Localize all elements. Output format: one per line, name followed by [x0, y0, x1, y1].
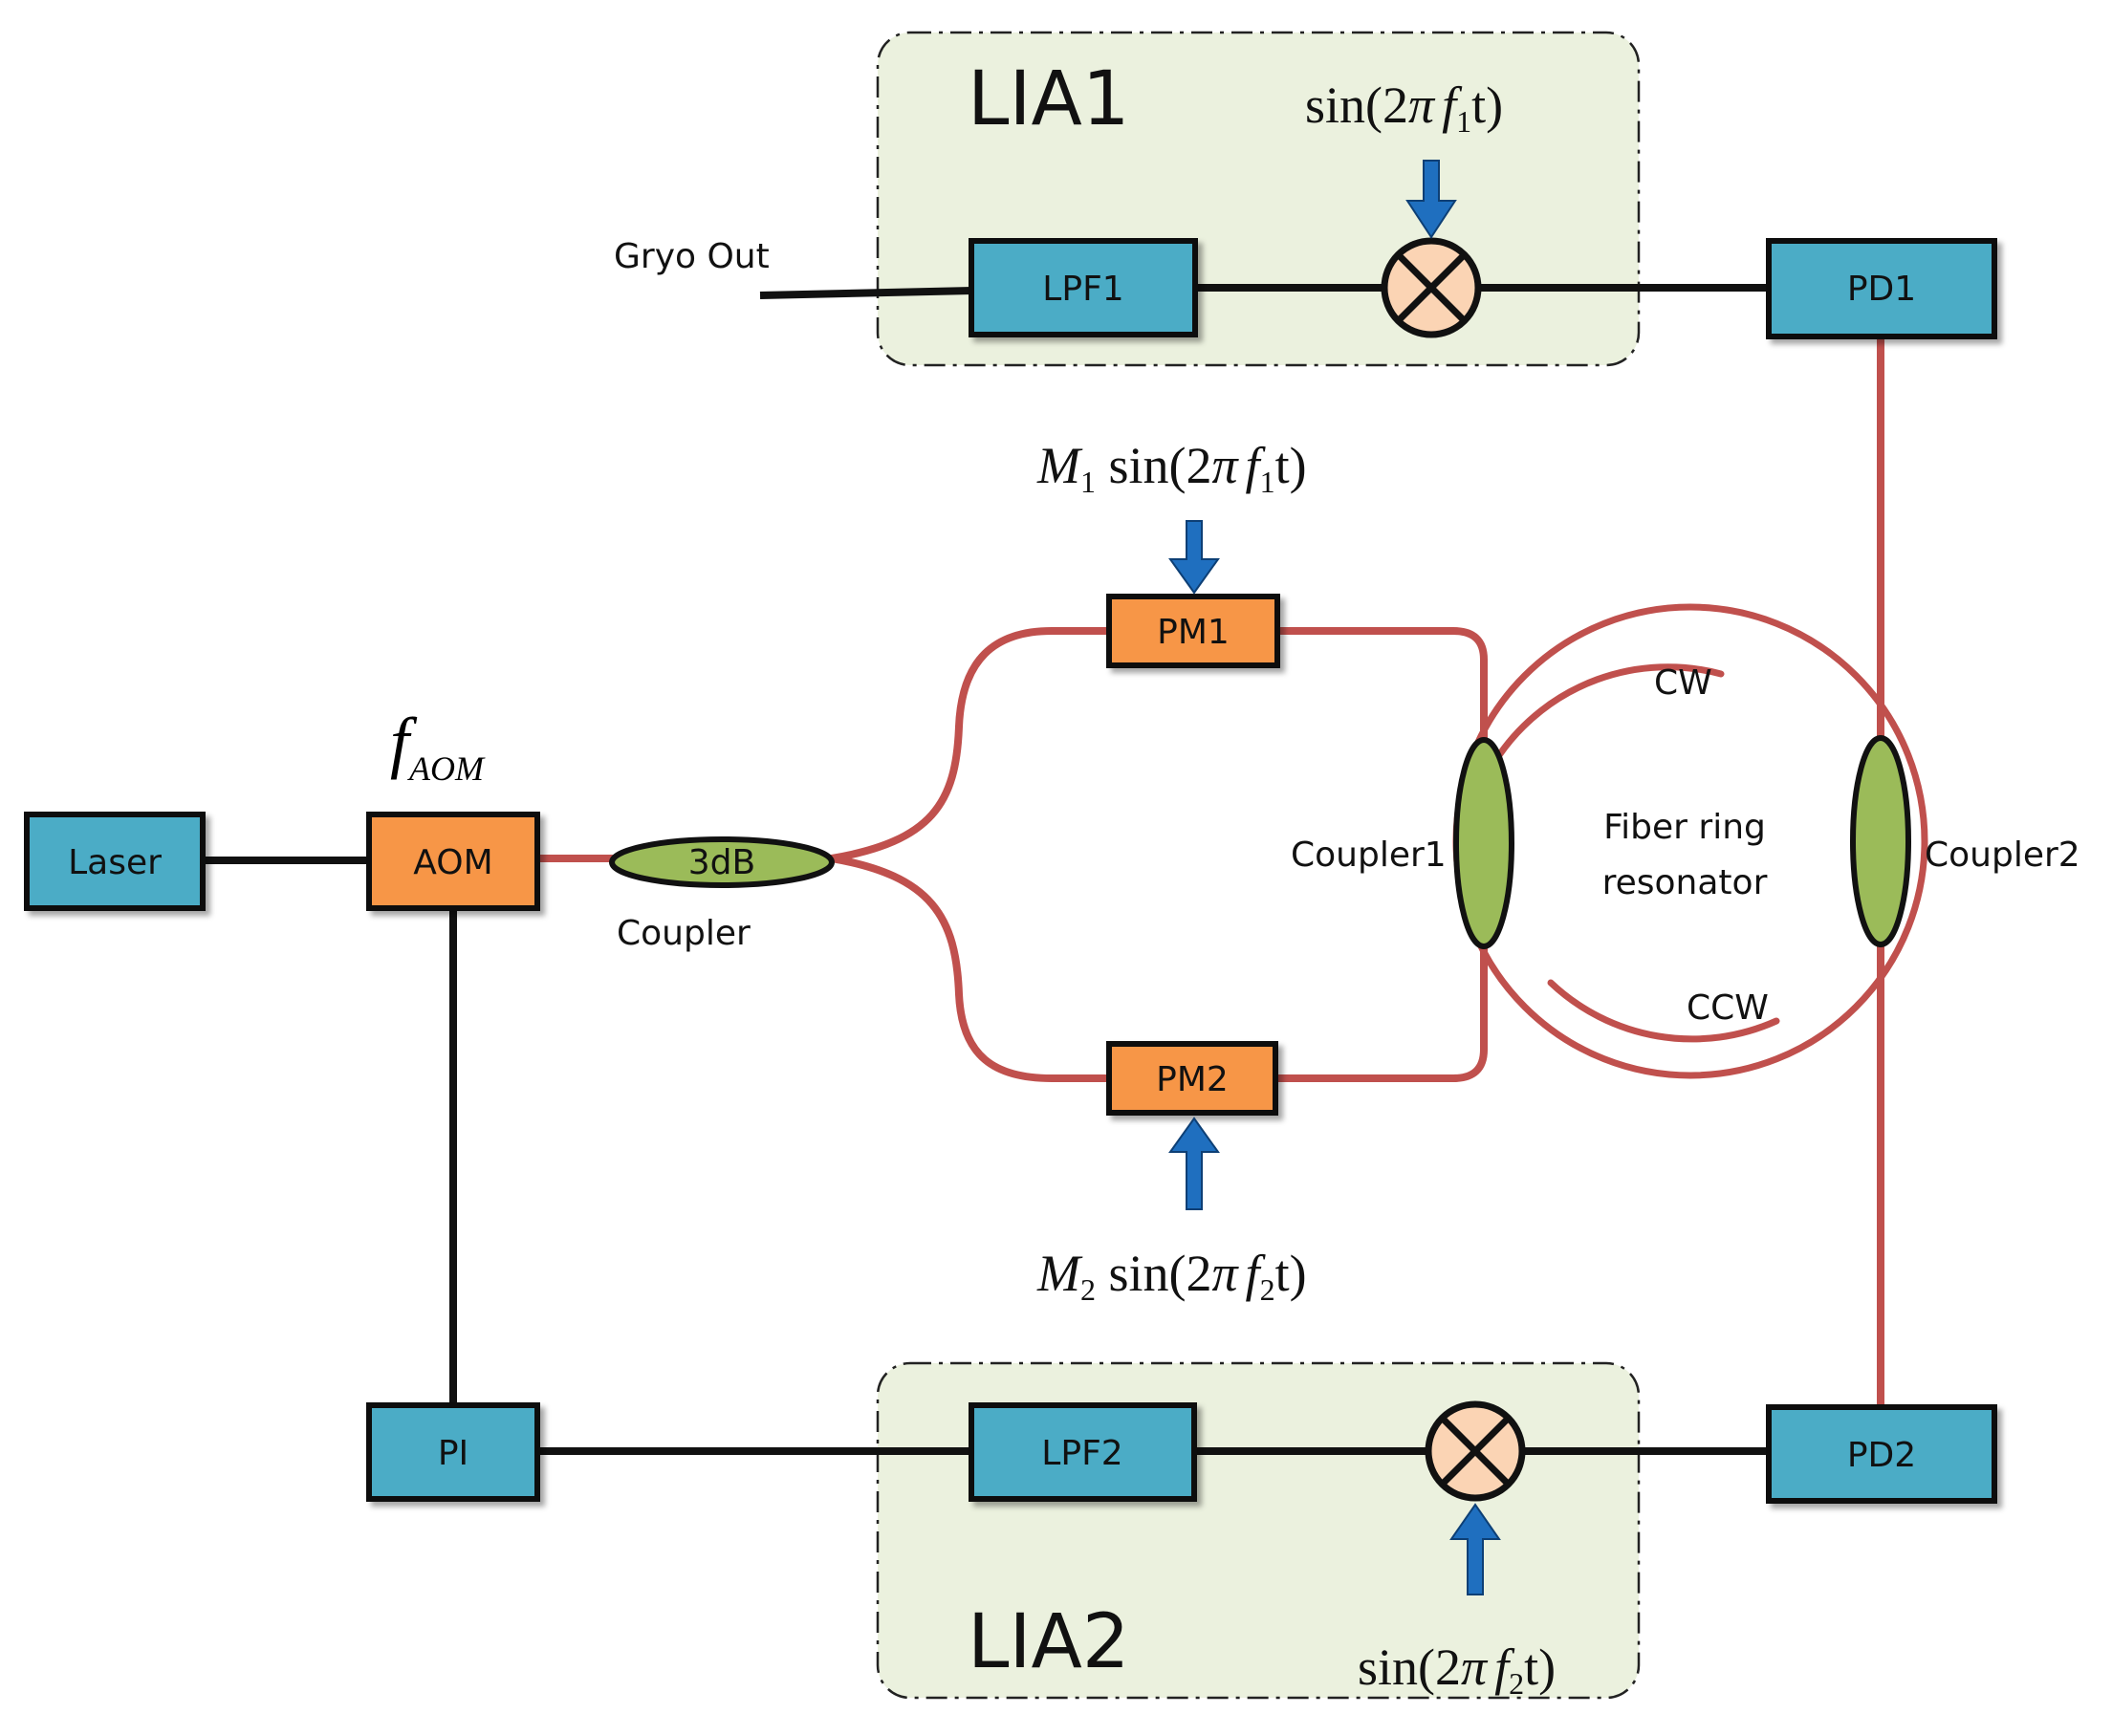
pm1-mod-pre: sin(2: [1096, 437, 1212, 494]
down-arrow-icon: [1168, 520, 1220, 595]
pm1-block: [1106, 594, 1280, 668]
laser-label: Laser: [68, 843, 162, 882]
lia1-ref-pi: π: [1408, 76, 1436, 134]
aom-block: [366, 812, 540, 911]
multiplier-circle-icon: [1425, 1400, 1526, 1502]
lia1-ref-sub: 1: [1456, 104, 1471, 139]
coupler1: [1453, 737, 1514, 949]
f-aom-sub: AOM: [407, 749, 486, 788]
lia1-ref-pre: sin(2: [1305, 76, 1408, 134]
coupler-label: Coupler: [617, 914, 751, 953]
pm2-mod-post: t): [1275, 1245, 1307, 1302]
pm2-label: PM2: [1156, 1060, 1229, 1099]
gyro-out-label: Gryo Out: [614, 237, 770, 276]
pd1-label: PD1: [1847, 270, 1916, 309]
laser-block: [24, 812, 206, 911]
coupler2-label: Coupler2: [1925, 835, 2080, 875]
pm2-mod-msub: 2: [1080, 1272, 1096, 1307]
3db-coupler-label: 3dB: [688, 843, 755, 882]
up-arrow-icon: [1449, 1503, 1501, 1595]
pd1-block: [1766, 238, 1997, 339]
pm1-label: PM1: [1157, 613, 1230, 652]
lia2-ref-pre: sin(2: [1358, 1638, 1461, 1696]
coupler1-label: Coupler1: [1291, 835, 1447, 875]
lpf2-label: LPF2: [1041, 1434, 1122, 1473]
pm2-mod-m: M: [1036, 1245, 1083, 1302]
signal-wires: [203, 284, 1769, 1455]
multiplier-circle-icon: [1381, 237, 1482, 338]
lia2-ref-sub: 2: [1509, 1666, 1524, 1701]
coupler2: [1850, 735, 1911, 947]
pm2-mod-pre: sin(2: [1096, 1245, 1212, 1302]
pd2-label: PD2: [1847, 1436, 1916, 1475]
lpf1-label: LPF1: [1042, 270, 1123, 309]
lia2-ref-pi: π: [1461, 1638, 1489, 1696]
fiber-ring-label-line2: resonator: [1602, 863, 1768, 902]
lpf1-block: [969, 238, 1198, 337]
pm1-mod-pi: π: [1211, 437, 1239, 494]
lia1-ref-post: t): [1471, 76, 1503, 134]
aom-label: AOM: [413, 843, 492, 882]
pm2-mod-sub: 2: [1260, 1272, 1275, 1307]
cw-label: CW: [1654, 663, 1712, 703]
pm2-mod-pi: π: [1211, 1245, 1239, 1302]
lia1-title: LIA1: [968, 56, 1129, 142]
f-aom-label: fAOM: [390, 704, 486, 788]
3db-coupler: [609, 836, 835, 888]
pm1-mod-m: M: [1036, 437, 1083, 494]
lia2-ref-post: t): [1524, 1638, 1556, 1696]
lpf2-block: [969, 1402, 1197, 1502]
up-arrow-icon: [1168, 1117, 1220, 1210]
fiber-ring-label-line1: Fiber ring: [1603, 808, 1766, 847]
pi-block: [366, 1402, 540, 1502]
pm1-mod-sub: 1: [1260, 465, 1275, 499]
ccw-label: CCW: [1687, 988, 1769, 1028]
pm1-mod-msub: 1: [1080, 465, 1096, 499]
pm1-mod-post: t): [1275, 437, 1307, 494]
lia2-title: LIA2: [968, 1599, 1129, 1685]
pd2-block: [1766, 1404, 1997, 1504]
pi-label: PI: [438, 1434, 468, 1473]
down-arrow-icon: [1405, 160, 1457, 239]
pm2-block: [1106, 1041, 1278, 1116]
